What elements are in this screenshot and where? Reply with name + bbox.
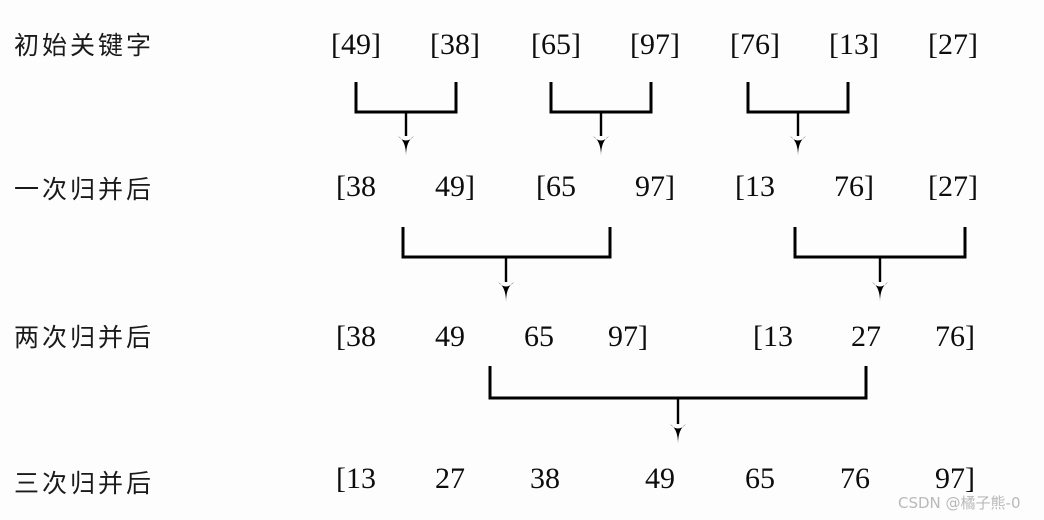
value-cell: [65 xyxy=(536,170,576,203)
value-cell: [13 xyxy=(735,170,775,203)
row-label-1: 初始关键字 xyxy=(14,31,155,60)
value-cell: [65] xyxy=(531,28,581,61)
value-cell: [38 xyxy=(336,320,376,353)
value-cell: [38 xyxy=(336,170,376,203)
merge-1376-27-arrow-head xyxy=(872,282,888,302)
value-cell: 49 xyxy=(645,462,675,495)
value-cell: [13 xyxy=(336,462,376,495)
merge-final-bracket xyxy=(488,366,868,400)
row-label-2: 一次归并后 xyxy=(14,175,155,204)
row-label-4: 三次归并后 xyxy=(14,469,155,498)
merge-76-13-arrow-head xyxy=(790,136,806,156)
csdn-watermark: CSDN @橘子熊-0 xyxy=(898,494,1021,512)
merge-65-97-arrow-head xyxy=(593,136,609,156)
merge-final-arrow-head xyxy=(670,424,686,444)
value-cell: 97] xyxy=(635,170,675,203)
value-cell: [13] xyxy=(829,28,879,61)
value-cell: [76] xyxy=(730,28,780,61)
merge-76-13-bracket xyxy=(746,82,850,114)
value-cell: 65 xyxy=(524,320,554,353)
value-cell: 76] xyxy=(834,170,874,203)
value-cell: 38 xyxy=(530,462,560,495)
merge-3849-6597-bracket xyxy=(401,227,612,259)
value-cell: 76] xyxy=(935,320,975,353)
merge-3849-6597-arrow-head xyxy=(498,282,514,302)
value-cell: 65 xyxy=(745,462,775,495)
value-cell: [27] xyxy=(928,28,978,61)
row-label-3: 两次归并后 xyxy=(14,323,155,352)
merge-1376-27-bracket xyxy=(793,227,967,259)
value-cell: 97] xyxy=(935,462,975,495)
value-cell: [27] xyxy=(928,170,978,203)
value-cell: 97] xyxy=(608,320,648,353)
value-cell: [49] xyxy=(331,28,381,61)
merge-65-97-bracket xyxy=(549,82,653,114)
value-cell: [38] xyxy=(430,28,480,61)
value-cell: 49] xyxy=(435,170,475,203)
merge-49-38-bracket xyxy=(354,82,458,114)
merge-49-38-arrow-head xyxy=(398,136,414,156)
value-cell: [13 xyxy=(753,320,793,353)
value-cell: [97] xyxy=(630,28,680,61)
value-cell: 27 xyxy=(435,462,465,495)
value-cell: 27 xyxy=(851,320,881,353)
value-cell: 76 xyxy=(840,462,870,495)
value-cell: 49 xyxy=(435,320,465,353)
